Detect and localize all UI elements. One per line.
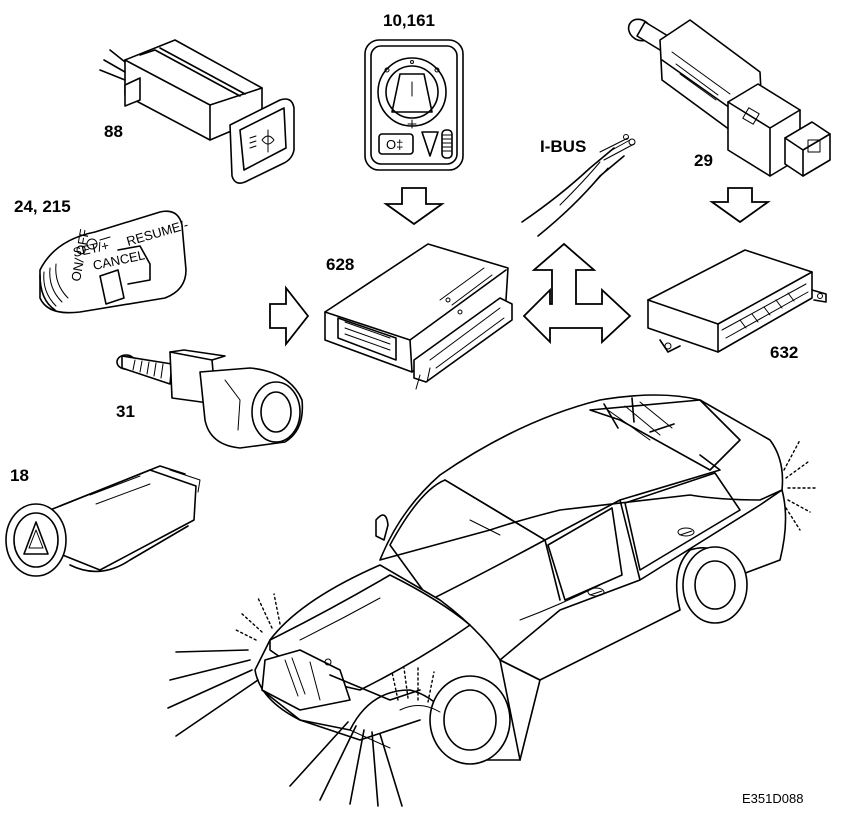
control-module-632 bbox=[647, 249, 827, 353]
arrow-down-right bbox=[709, 187, 771, 224]
hazard-triangle-icon bbox=[23, 521, 49, 555]
label-ibus: I-BUS bbox=[540, 137, 586, 156]
label-10-161: 10,161 bbox=[383, 11, 435, 30]
label-18: 18 bbox=[10, 466, 29, 485]
image-reference: E351D088 bbox=[742, 791, 803, 806]
arrow-right bbox=[269, 285, 310, 347]
brake-light-switch bbox=[627, 18, 831, 177]
temperature-sensor bbox=[116, 349, 304, 449]
light-switch-panel: O‡ bbox=[364, 39, 464, 171]
light-rays bbox=[235, 439, 817, 703]
arrow-three-way bbox=[522, 242, 632, 345]
cruise-icon bbox=[86, 236, 111, 250]
headlight-rays bbox=[167, 649, 403, 807]
brake-light-rays bbox=[603, 397, 675, 433]
fog-light-icon bbox=[249, 129, 275, 153]
hazard-switch bbox=[5, 465, 201, 577]
fog-light-switch bbox=[99, 39, 295, 184]
ibus-cable bbox=[521, 134, 636, 237]
label-628: 628 bbox=[326, 255, 354, 274]
car-illustration bbox=[254, 394, 787, 765]
label-24-215: 24, 215 bbox=[14, 197, 71, 216]
label-31: 31 bbox=[116, 402, 135, 421]
fog-button-label: O‡ bbox=[386, 137, 403, 152]
label-632: 632 bbox=[770, 343, 798, 362]
label-29: 29 bbox=[694, 151, 713, 170]
label-88: 88 bbox=[104, 122, 123, 141]
control-module-628 bbox=[324, 243, 513, 390]
cruise-control-stalk: SET/+ ON/ OFF CANCEL RESUME/- bbox=[39, 210, 190, 314]
arrow-down-left bbox=[383, 187, 445, 226]
